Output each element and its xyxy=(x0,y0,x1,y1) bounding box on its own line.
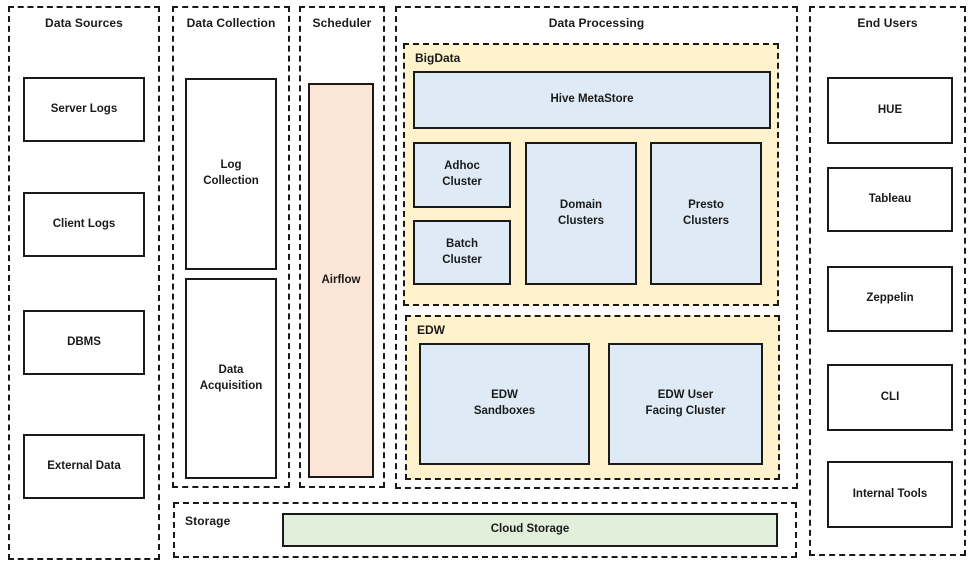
panel-data-sources: Data Sources Server Logs Client Logs DBM… xyxy=(8,6,160,560)
box-cli: CLI xyxy=(827,364,953,431)
box-presto-clusters: Presto Clusters xyxy=(650,142,762,285)
group-bigdata: BigData Hive MetaStore Adhoc Cluster Bat… xyxy=(403,43,779,306)
panel-title-data-processing: Data Processing xyxy=(548,16,645,30)
box-server-logs: Server Logs xyxy=(23,77,145,142)
group-edw: EDW EDW Sandboxes EDW User Facing Cluste… xyxy=(405,315,780,480)
box-dbms: DBMS xyxy=(23,310,145,375)
box-data-acquisition: Data Acquisition xyxy=(185,278,277,479)
box-edw-user-facing-cluster: EDW User Facing Cluster xyxy=(608,343,763,465)
box-hive-metastore: Hive MetaStore xyxy=(413,71,771,129)
panel-data-processing: Data Processing BigData Hive MetaStore A… xyxy=(395,6,798,489)
panel-storage: Storage Cloud Storage xyxy=(173,502,797,558)
panel-end-users: End Users HUE Tableau Zeppelin CLI Inter… xyxy=(809,6,966,556)
box-hue: HUE xyxy=(827,77,953,144)
box-client-logs: Client Logs xyxy=(23,192,145,257)
box-domain-clusters: Domain Clusters xyxy=(525,142,637,285)
panel-title-data-collection: Data Collection xyxy=(186,16,276,30)
box-zeppelin: Zeppelin xyxy=(827,266,953,332)
panel-title-end-users: End Users xyxy=(857,16,918,30)
panel-scheduler: Scheduler Airflow xyxy=(299,6,385,488)
box-external-data: External Data xyxy=(23,434,145,499)
box-internal-tools: Internal Tools xyxy=(827,461,953,528)
box-adhoc-cluster: Adhoc Cluster xyxy=(413,142,511,208)
box-airflow: Airflow xyxy=(308,83,374,478)
panel-title-storage: Storage xyxy=(185,514,231,528)
box-cloud-storage: Cloud Storage xyxy=(282,513,778,547)
box-tableau: Tableau xyxy=(827,167,953,232)
panel-data-collection: Data Collection Log Collection Data Acqu… xyxy=(172,6,290,488)
panel-title-scheduler: Scheduler xyxy=(312,16,372,30)
box-batch-cluster: Batch Cluster xyxy=(413,220,511,285)
group-title-edw: EDW xyxy=(417,323,445,337)
box-log-collection: Log Collection xyxy=(185,78,277,270)
box-edw-sandboxes: EDW Sandboxes xyxy=(419,343,590,465)
group-title-bigdata: BigData xyxy=(415,51,461,65)
panel-title-data-sources: Data Sources xyxy=(45,16,123,30)
